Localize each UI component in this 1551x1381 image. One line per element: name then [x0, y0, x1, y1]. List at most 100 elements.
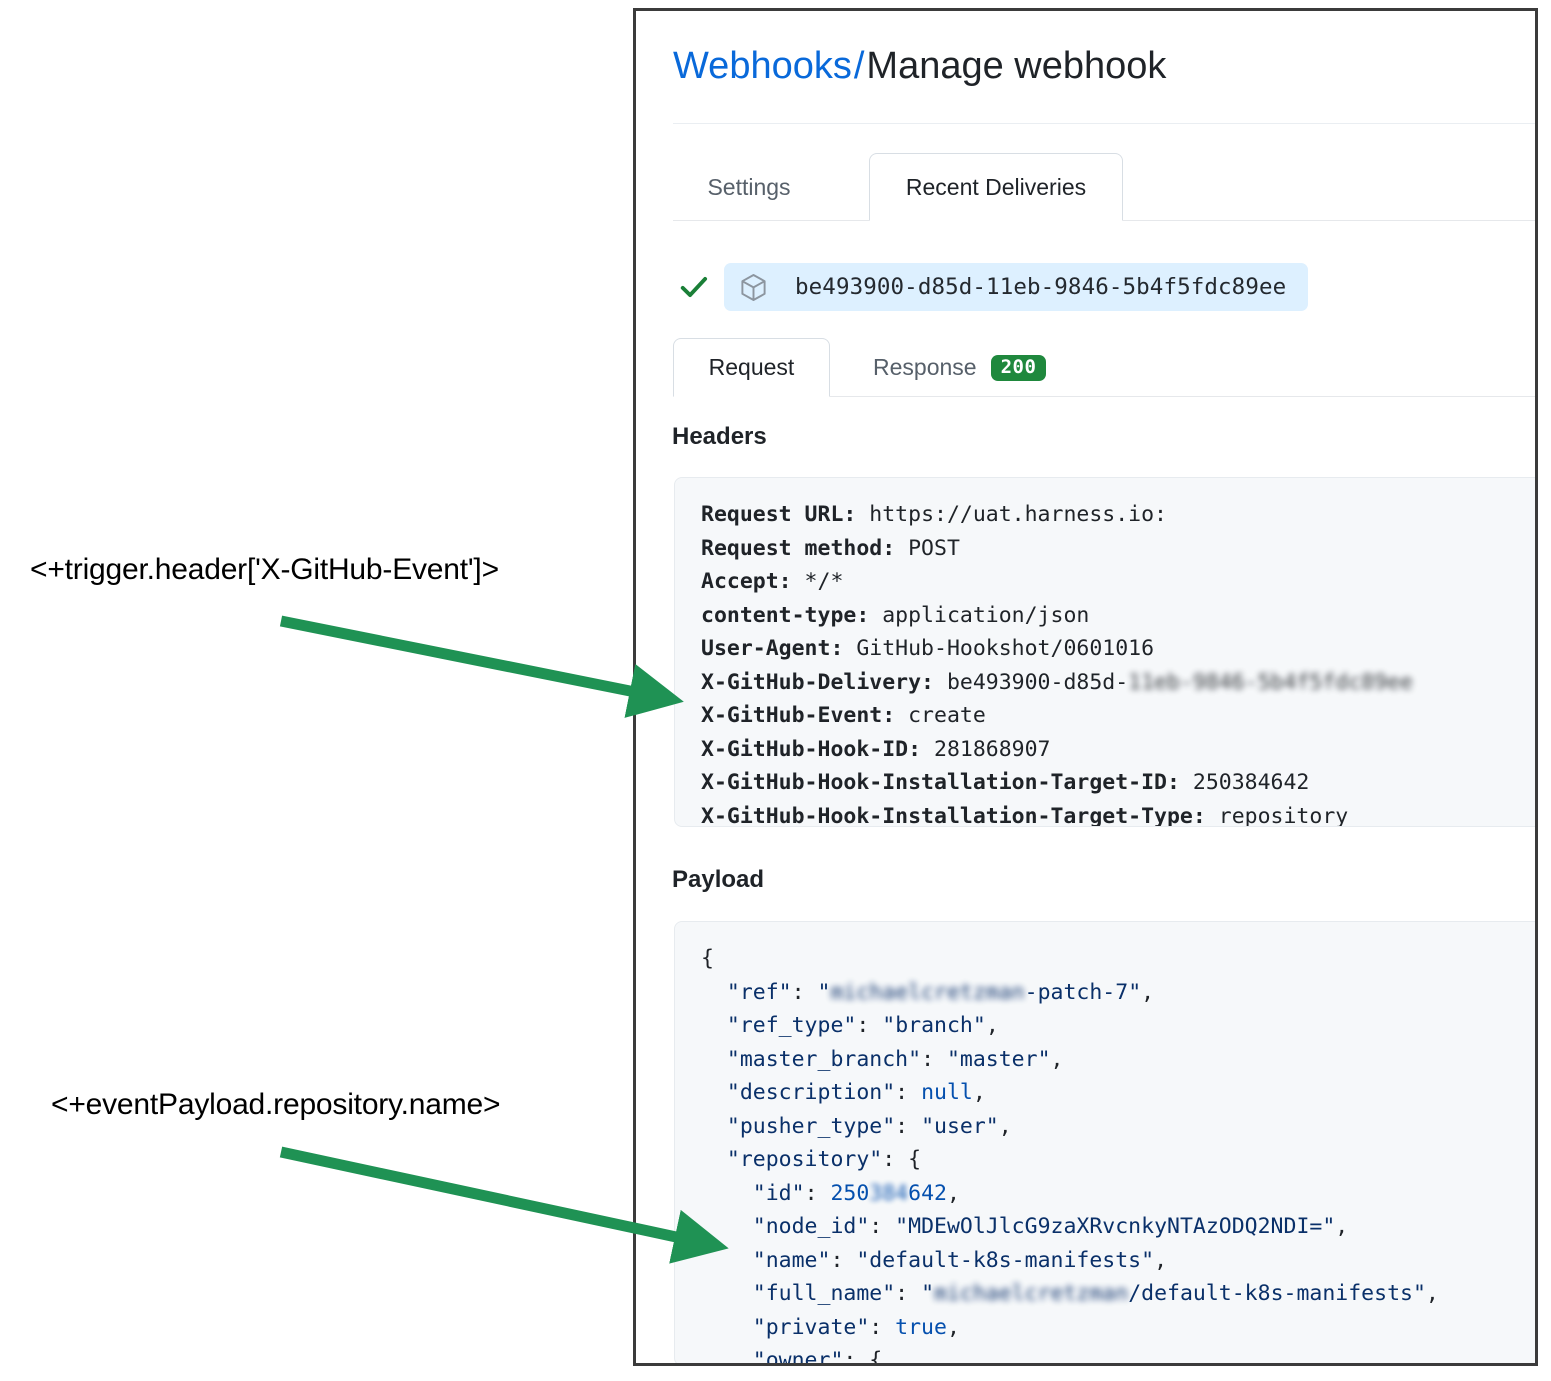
json-quote: "	[817, 979, 831, 1005]
tab-response-label: Response	[873, 354, 977, 380]
header-key: X-GitHub-Delivery:	[701, 669, 934, 695]
json-line: "pusher_type": "user",	[701, 1110, 1535, 1144]
json-quote: "	[1128, 979, 1142, 1005]
payload-code-block: { "ref": "michaelcretzman-patch-7", "ref…	[674, 921, 1535, 1363]
tab-request[interactable]: Request	[673, 338, 830, 397]
page-title: Manage webhook	[866, 45, 1167, 87]
json-quote: "	[946, 1046, 960, 1072]
json-number: 642	[908, 1180, 947, 1206]
json-brace: {	[701, 946, 714, 971]
json-colon: :	[804, 1180, 831, 1206]
json-comma: ,	[972, 1080, 986, 1105]
redacted-text: 384	[869, 1180, 909, 1206]
json-quote: "	[882, 1013, 896, 1038]
redacted-text: 11eb-9846-5b4f5fdc89ee	[1128, 669, 1413, 695]
header-key: content-type:	[701, 602, 870, 628]
json-string: -patch-7	[1024, 979, 1129, 1005]
header-line: X-GitHub-Hook-Installation-Target-Type: …	[701, 800, 1535, 827]
json-string: MDEwOlJlcG9zaXRvcnkyNTAzODQ2NDI=	[908, 1214, 1323, 1239]
json-string: user	[934, 1113, 986, 1139]
json-key: "full_name"	[752, 1281, 896, 1306]
header-line: Accept: */*	[701, 565, 1535, 599]
json-quote: "	[985, 1113, 999, 1139]
json-line: "repository": {	[701, 1143, 1535, 1177]
header-key: X-GitHub-Event:	[701, 703, 896, 728]
json-comma: ,	[946, 1180, 960, 1206]
json-string: /default-k8s-manifests	[1128, 1281, 1413, 1306]
json-indent	[701, 1248, 753, 1273]
header-value: create	[895, 703, 986, 728]
json-comma: ,	[1335, 1214, 1349, 1239]
json-colon: :	[869, 1314, 896, 1340]
tab-settings[interactable]: Settings	[707, 173, 791, 200]
json-line: {	[701, 942, 1535, 976]
json-comma: ,	[946, 1314, 960, 1340]
header-key: X-GitHub-Hook-ID:	[701, 736, 922, 762]
json-key: "node_id"	[752, 1214, 870, 1239]
header-line: X-GitHub-Delivery: be493900-d85d-11eb-98…	[701, 666, 1535, 700]
json-indent	[701, 1013, 727, 1038]
check-icon	[680, 276, 708, 298]
json-quote: "	[1322, 1214, 1336, 1239]
panel-content: Webhooks/Manage webhook Settings Recent …	[636, 11, 1535, 1363]
json-number: 250	[830, 1180, 870, 1206]
json-colon: :	[856, 1013, 883, 1038]
status-badge: 200	[990, 354, 1047, 381]
tab-recent-deliveries[interactable]: Recent Deliveries	[869, 153, 1123, 221]
annotation-label-event-payload: <+eventPayload.repository.name>	[51, 1088, 501, 1121]
json-indent	[701, 1047, 727, 1072]
delivery-id-text: be493900-d85d-11eb-9846-5b4f5fdc89ee	[795, 274, 1287, 300]
json-string: master	[959, 1046, 1038, 1072]
header-value: POST	[895, 535, 960, 561]
json-line: "ref": "michaelcretzman-patch-7",	[701, 976, 1535, 1010]
json-indent	[701, 1281, 753, 1306]
json-indent	[701, 980, 727, 1005]
request-response-tabs: Request Response 200	[673, 335, 1535, 397]
payload-section-title: Payload	[672, 866, 765, 893]
json-quote: "	[895, 1214, 909, 1239]
header-line: Request method: POST	[701, 532, 1535, 566]
json-line: "master_branch": "master",	[701, 1043, 1535, 1077]
breadcrumb: Webhooks/Manage webhook	[673, 43, 1166, 89]
json-key: "name"	[752, 1247, 831, 1273]
json-key: "repository"	[726, 1147, 883, 1172]
annotation-label-trigger-header: <+trigger.header['X-GitHub-Event']>	[30, 553, 499, 586]
delivery-row[interactable]: be493900-d85d-11eb-9846-5b4f5fdc89ee	[676, 259, 1309, 315]
header-key: X-GitHub-Hook-Installation-Target-ID:	[701, 770, 1180, 795]
json-quote: "	[1141, 1247, 1155, 1273]
header-line: content-type: application/json	[701, 599, 1535, 633]
json-line: "owner": {	[701, 1344, 1535, 1363]
rr-tabs-underline	[673, 396, 1535, 397]
json-line: "name": "default-k8s-manifests",	[701, 1244, 1535, 1278]
json-indent	[701, 1348, 753, 1363]
header-line: X-GitHub-Event: create	[701, 699, 1535, 733]
breadcrumb-link-webhooks[interactable]: Webhooks	[673, 45, 852, 87]
header-key: X-GitHub-Hook-Installation-Target-Type:	[701, 803, 1206, 827]
redacted-text: michaelcretzman	[934, 1281, 1129, 1306]
headers-code-block: Request URL: https://uat.harness.io:Requ…	[674, 477, 1535, 827]
json-string: default-k8s-manifests	[869, 1247, 1142, 1273]
json-indent	[701, 1315, 753, 1340]
delivery-id-pill[interactable]: be493900-d85d-11eb-9846-5b4f5fdc89ee	[724, 263, 1309, 311]
breadcrumb-divider	[673, 123, 1535, 124]
json-line: "description": null,	[701, 1076, 1535, 1110]
json-colon: :	[791, 979, 818, 1005]
header-key: Request method:	[701, 535, 896, 561]
json-literal: null	[921, 1080, 973, 1105]
header-line: X-GitHub-Hook-Installation-Target-ID: 25…	[701, 766, 1535, 800]
header-key: Accept:	[701, 569, 792, 594]
json-colon: :	[869, 1214, 896, 1239]
header-value: */*	[791, 569, 844, 594]
json-quote: "	[972, 1013, 986, 1038]
json-key: "ref_type"	[726, 1013, 857, 1038]
json-comma: ,	[985, 1013, 999, 1038]
json-indent	[701, 1080, 727, 1105]
webhook-manage-panel: Webhooks/Manage webhook Settings Recent …	[633, 8, 1538, 1366]
json-colon: :	[882, 1147, 909, 1172]
json-literal: true	[895, 1314, 947, 1340]
tab-response[interactable]: Response 200	[858, 338, 1123, 397]
header-value: application/json	[869, 602, 1090, 628]
json-key: "master_branch"	[726, 1046, 922, 1072]
json-indent	[701, 1181, 753, 1206]
json-colon: :	[830, 1247, 857, 1273]
